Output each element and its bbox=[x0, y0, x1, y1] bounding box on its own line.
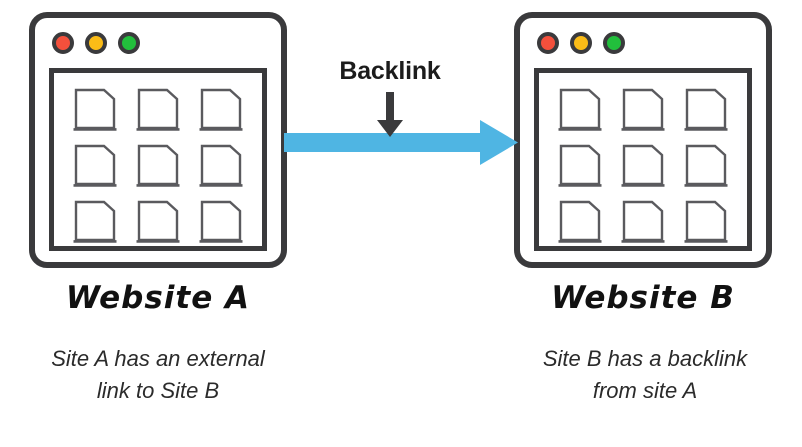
caption-line: from site A bbox=[592, 378, 698, 403]
document-page-icon bbox=[73, 200, 117, 243]
document-page-icon bbox=[558, 144, 602, 187]
document-page-icon bbox=[199, 144, 243, 187]
document-page-icon bbox=[136, 200, 180, 243]
website-b-title: Website B bbox=[551, 280, 735, 316]
window-titlebar bbox=[520, 18, 766, 68]
document-page-icon bbox=[621, 144, 665, 187]
backlink-label: Backlink bbox=[339, 57, 441, 85]
browser-window-website-b bbox=[514, 12, 772, 268]
caption-line: Site A has an external bbox=[51, 346, 265, 371]
caption-line: Site B has a backlink bbox=[542, 346, 748, 371]
window-viewport bbox=[534, 68, 752, 251]
document-page-icon bbox=[73, 144, 117, 187]
window-titlebar bbox=[35, 18, 281, 68]
website-a-caption: Site A has an external link to Site B bbox=[8, 343, 308, 407]
close-dot[interactable] bbox=[537, 32, 559, 54]
close-dot[interactable] bbox=[52, 32, 74, 54]
page-grid bbox=[54, 73, 262, 246]
document-page-icon bbox=[558, 88, 602, 131]
document-page-icon bbox=[684, 200, 728, 243]
document-page-icon bbox=[621, 88, 665, 131]
website-b-caption: Site B has a backlink from site A bbox=[495, 343, 795, 407]
caption-line: link to Site B bbox=[96, 378, 220, 403]
document-page-icon bbox=[621, 200, 665, 243]
backlink-connector-arrow bbox=[284, 120, 518, 165]
arrow-down-icon bbox=[377, 92, 403, 137]
maximize-dot[interactable] bbox=[118, 32, 140, 54]
website-a-title: Website A bbox=[65, 280, 251, 316]
minimize-dot[interactable] bbox=[570, 32, 592, 54]
document-page-icon bbox=[199, 200, 243, 243]
document-page-icon bbox=[199, 88, 243, 131]
maximize-dot[interactable] bbox=[603, 32, 625, 54]
page-grid bbox=[539, 73, 747, 246]
document-page-icon bbox=[684, 144, 728, 187]
document-page-icon bbox=[684, 88, 728, 131]
document-page-icon bbox=[136, 88, 180, 131]
browser-window-website-a bbox=[29, 12, 287, 268]
document-page-icon bbox=[136, 144, 180, 187]
minimize-dot[interactable] bbox=[85, 32, 107, 54]
window-viewport bbox=[49, 68, 267, 251]
document-page-icon bbox=[73, 88, 117, 131]
document-page-icon bbox=[558, 200, 602, 243]
